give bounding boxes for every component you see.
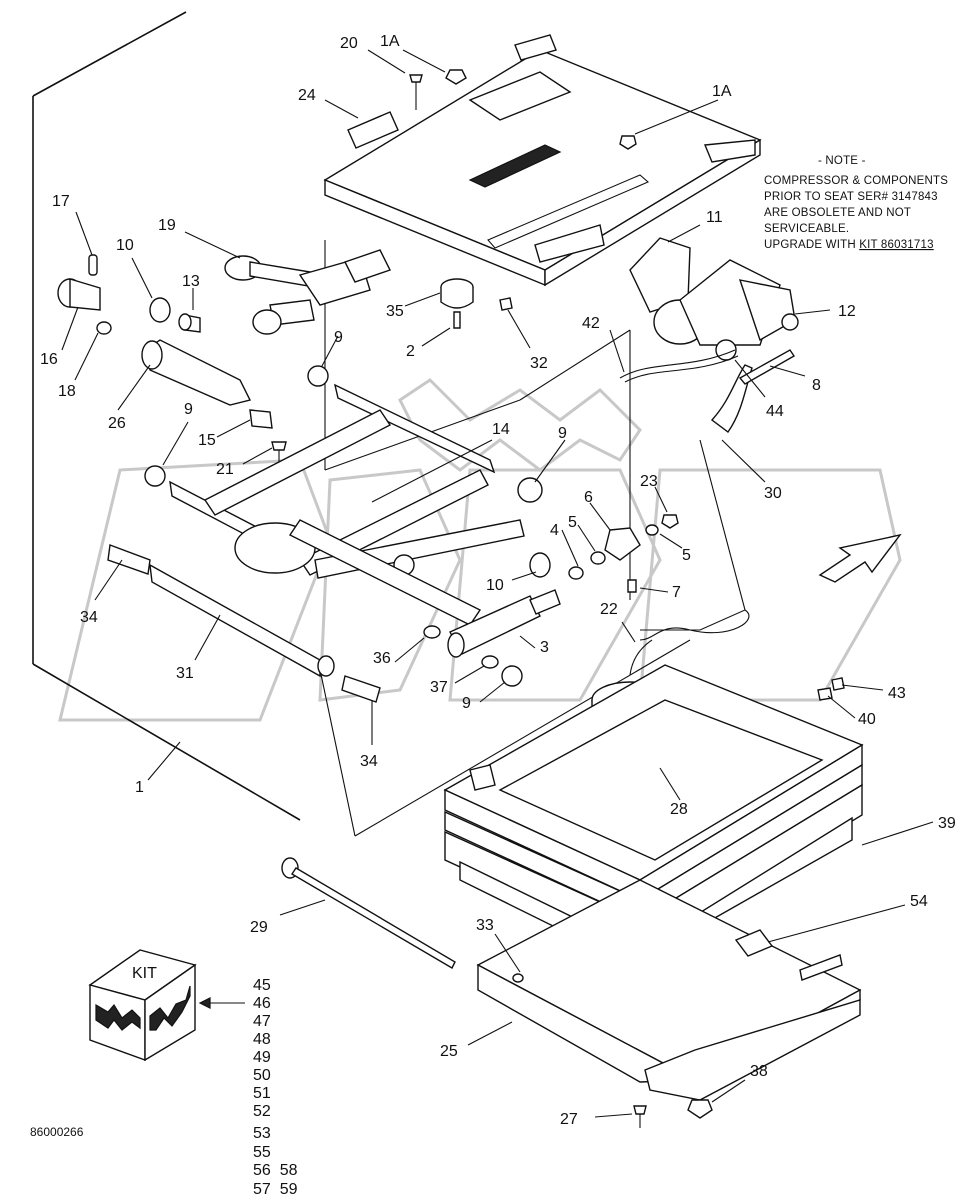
callout-34-left: 34 [80,609,98,626]
callout-38: 38 [750,1063,768,1080]
rod-and-screws [281,677,845,1128]
callout-27: 27 [560,1111,578,1128]
kit-part-number: 57 59 [253,1181,298,1198]
compressor-assembly [629,237,799,361]
kit-label: KIT [132,965,157,982]
callout-21: 21 [216,461,234,478]
top-mounting-plate [323,34,762,287]
callout-44: 44 [766,403,784,420]
callout-13: 13 [182,273,200,290]
kit-part-number: 48 [253,1031,271,1048]
obsolete-compressor-note: - NOTE - COMPRESSOR & COMPONENTS PRIOR T… [764,155,948,251]
exploded-frame-lines [32,11,746,837]
note-upgrade-line: UPGRADE WITH KIT 86031713 [764,239,934,251]
leader-lines [61,49,934,1118]
scissor-linkage [107,365,551,703]
callout-30: 30 [764,485,782,502]
callout-6: 6 [584,489,593,506]
left-side-parts [57,254,287,470]
air-valve-assembly [224,249,391,335]
callout-24: 24 [298,87,316,104]
callout-9-a: 9 [334,329,343,346]
callout-31: 31 [176,665,194,682]
kit-part-number: 49 [253,1049,271,1066]
callout-1a-top: 1A [380,33,400,50]
callout-36: 36 [373,650,391,667]
callout-9-c: 9 [558,425,567,442]
kit-logo-left [95,1003,141,1031]
callout-5-right: 5 [682,547,691,564]
callout-35: 35 [386,303,404,320]
shock-absorber [423,514,679,687]
callout-25: 25 [440,1043,458,1060]
callout-20: 20 [340,35,358,52]
callout-3: 3 [540,639,549,656]
callout-9-d: 9 [462,695,471,712]
callout-5-left: 5 [568,514,577,531]
callout-32: 32 [530,355,548,372]
hardware-top [409,69,637,329]
callout-23: 23 [640,473,658,490]
hoses-and-bracket [619,349,795,641]
callout-22: 22 [600,601,618,618]
kit-part-number: 46 [253,995,271,1012]
kit-part-number: 47 [253,1013,271,1030]
callout-7: 7 [672,584,681,601]
callout-2: 2 [406,343,415,360]
callout-9-b: 9 [184,401,193,418]
direction-arrow [818,533,902,583]
note-line-2: PRIOR TO SEAT SER# 3147843 [764,191,938,203]
callout-34-bottom: 34 [360,753,378,770]
part-callouts: 20 1A 1A 24 17 19 11 10 13 12 35 42 9 2 … [40,33,956,1128]
note-line-1: COMPRESSOR & COMPONENTS [764,175,948,187]
kit-cube: KIT [88,949,245,1062]
callout-1: 1 [135,779,144,796]
callout-1a-right: 1A [712,83,732,100]
kit-logo-right [149,985,191,1031]
kit-part-number: 52 [253,1103,271,1120]
callout-10-bottom: 10 [486,577,504,594]
callout-39: 39 [938,815,956,832]
callout-33: 33 [476,917,494,934]
callout-17: 17 [52,193,70,210]
callout-16: 16 [40,351,58,368]
kit-part-number: 53 [253,1125,271,1142]
note-line-4: SERVICEABLE. [764,223,849,235]
kit-part-number: 55 [253,1144,271,1161]
callout-42: 42 [582,315,600,332]
callout-15: 15 [198,432,216,449]
callout-37: 37 [430,679,448,696]
callout-4: 4 [550,522,559,539]
note-line-3: ARE OBSOLETE AND NOT [764,207,911,219]
note-upgrade-prefix: UPGRADE WITH [764,239,859,251]
note-upgrade-kit: KIT 86031713 [859,239,933,251]
kit-part-number: 45 [253,977,271,994]
kit-part-number: 50 [253,1067,271,1084]
callout-40: 40 [858,711,876,728]
callout-43: 43 [888,685,906,702]
base-plate [476,879,862,1101]
callout-18: 18 [58,383,76,400]
callout-14: 14 [492,421,510,438]
kit-part-number: 51 [253,1085,271,1102]
callout-8: 8 [812,377,821,394]
callout-12: 12 [838,303,856,320]
callout-54: 54 [910,893,928,910]
callout-28: 28 [670,801,688,818]
kit-part-number-list: 45 46 47 48 49 50 51 52 53 55 56 58 57 5… [253,977,298,1198]
drawing-number: 86000266 [30,1125,84,1139]
callout-10-top: 10 [116,237,134,254]
callout-19: 19 [158,217,176,234]
callout-26: 26 [108,415,126,432]
kit-part-number: 56 58 [253,1162,298,1179]
note-heading: - NOTE - [818,155,866,167]
callout-29: 29 [250,919,268,936]
callout-11: 11 [706,209,723,226]
